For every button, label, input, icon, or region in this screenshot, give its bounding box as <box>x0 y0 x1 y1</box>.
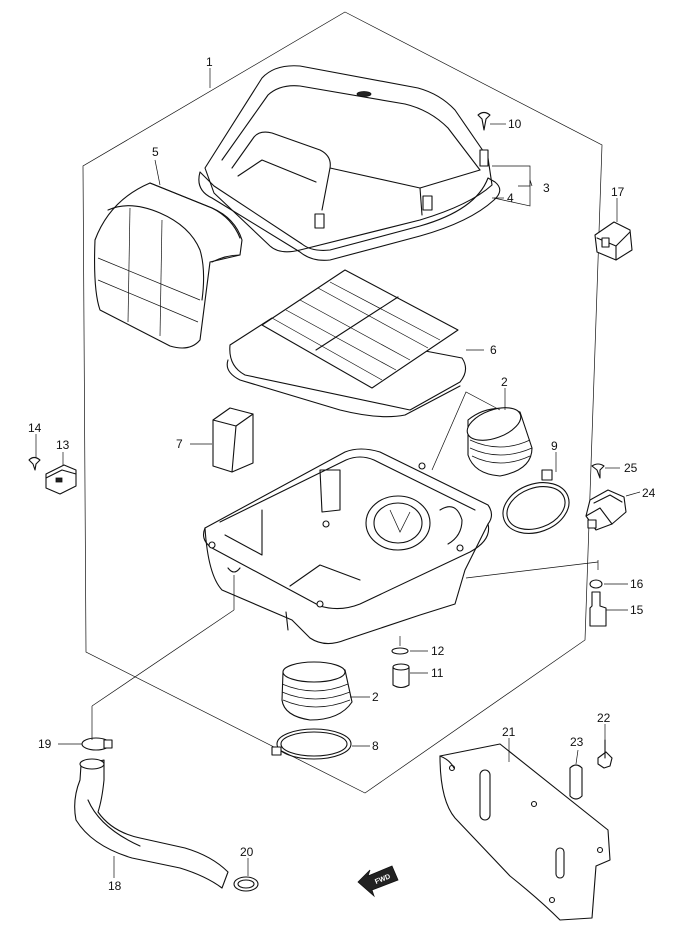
assembly-boundary <box>82 11 603 794</box>
leader-lines <box>35 68 641 878</box>
air-cleaner-cover <box>204 65 493 253</box>
callout-2-upper: 2 <box>501 375 508 389</box>
callout-15: 15 <box>630 603 644 617</box>
callout-12: 12 <box>431 644 445 658</box>
callout-7: 7 <box>176 437 183 451</box>
outlet-boot-upper <box>466 407 533 477</box>
callout-10: 10 <box>508 117 522 131</box>
callout-16: 16 <box>630 577 644 591</box>
drain-cap-ring <box>391 647 409 655</box>
callout-8: 8 <box>372 739 379 753</box>
rubber-plug <box>569 764 583 800</box>
hose-clamp-lower <box>271 728 352 760</box>
air-cleaner-case <box>203 448 493 645</box>
callout-24: 24 <box>642 486 656 500</box>
bracket-screw <box>28 456 41 471</box>
callout-14: 14 <box>28 421 42 435</box>
callout-18: 18 <box>108 879 122 893</box>
callout-9: 9 <box>551 439 558 453</box>
filter-element <box>226 269 467 418</box>
sensor-washer <box>589 579 603 589</box>
breather-hose <box>74 758 229 889</box>
callout-labels: 1 5 10 3 4 17 6 2 7 9 25 24 16 15 12 11 … <box>28 55 656 893</box>
callout-5: 5 <box>152 145 159 159</box>
callout-19: 19 <box>38 737 52 751</box>
callout-22: 22 <box>597 711 611 725</box>
callout-13: 13 <box>56 438 70 452</box>
connector-part <box>594 221 633 261</box>
forward-direction-arrow: FWD <box>357 865 399 898</box>
callout-17: 17 <box>611 185 625 199</box>
filter-sponge <box>212 407 254 473</box>
mounting-bracket <box>45 464 77 495</box>
callout-4: 4 <box>507 191 514 205</box>
cover-screw <box>477 111 491 131</box>
callout-2-lower: 2 <box>372 690 379 704</box>
callout-6: 6 <box>490 343 497 357</box>
shield-bolt <box>597 739 613 769</box>
intake-duct <box>94 182 243 349</box>
intake-pressure-sensor <box>585 489 627 531</box>
hose-clamp-upper <box>502 469 570 534</box>
callout-3: 3 <box>543 181 550 195</box>
cover-seal <box>198 171 501 261</box>
callout-21: 21 <box>502 725 516 739</box>
sensor-screw <box>591 463 605 479</box>
callout-25: 25 <box>624 461 638 475</box>
drain-cap <box>392 663 410 689</box>
temperature-sensor <box>589 591 607 627</box>
hose-clamp-small-bottom <box>233 876 259 892</box>
heat-shield-plate <box>439 743 611 921</box>
callout-20: 20 <box>240 845 254 859</box>
outlet-boot-lower <box>281 661 353 721</box>
callout-11: 11 <box>431 666 444 680</box>
callout-1: 1 <box>206 55 213 69</box>
hose-clamp-small-top <box>81 737 113 751</box>
callout-23: 23 <box>570 735 584 749</box>
